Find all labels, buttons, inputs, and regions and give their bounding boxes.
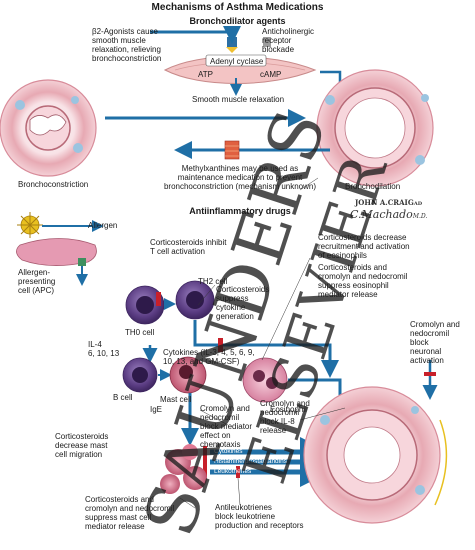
apc-cell: [16, 238, 97, 266]
label-bronchoconstriction: Bronchoconstriction: [18, 180, 89, 189]
mast-cell: [169, 356, 207, 394]
label-th2-cell: TH2 cell: [198, 277, 228, 286]
antileukotriene-block: [236, 466, 240, 478]
section-bronchodilator: Bronchodilator agents: [189, 16, 286, 26]
label-cs-cromolyn-eosinophil: Corticosteroids and cromolyn and nedocro…: [318, 263, 408, 299]
label-t-cell-inhibit: Corticosteroids inhibit T cell activatio…: [150, 238, 227, 256]
th2-cell: [175, 280, 215, 320]
b-cell: [122, 357, 158, 393]
label-apc: Allergen- presenting cell (APC): [18, 268, 56, 295]
label-cs-mast-migration: Corticosteroids decrease mast cell migra…: [55, 432, 109, 459]
cytokine-pathway: [193, 320, 339, 378]
label-mast-cell: Mast cell: [160, 395, 192, 404]
label-antileukotrienes: Antileukotrienes block leukotriene produ…: [215, 503, 304, 530]
mast-cell-cluster: [160, 444, 207, 494]
neuronal-block: [424, 372, 436, 376]
th0-cell: [125, 285, 165, 325]
label-suppress-cytokine: Corticosteroids suppress cytokine genera…: [216, 285, 270, 321]
airway-inflamed: [303, 386, 448, 524]
label-cromolyn-neuronal: Cromolyn and nedocromil block neuronal a…: [410, 320, 460, 365]
label-camp: cAMP: [260, 70, 282, 79]
bar-label-cytokines: Cytokines: [214, 448, 243, 455]
beta2-agonist-arrow: [150, 26, 241, 44]
label-atp: ATP: [198, 70, 213, 79]
t-cell-block: [156, 292, 161, 306]
section-antiinflammatory: Antiinflammatory drugs: [189, 206, 291, 216]
label-cs-recruitment: Corticosteroids decrease recruitment and…: [318, 233, 410, 260]
label-bronchodilation: Bronchodilation: [345, 182, 401, 191]
adenyl-cyclase-box: [205, 54, 267, 67]
label-allergen: Allergen: [88, 221, 118, 230]
airway-dilated: [316, 69, 434, 187]
page-title: Mechanisms of Asthma Medications: [151, 2, 324, 13]
signature-craig: JOHN A.CRAIGAD: [355, 198, 423, 207]
label-anticholinergic: Anticholinergic receptor blockade: [262, 27, 315, 54]
label-il: IL-4 6, 10, 13: [88, 340, 120, 358]
methylxanthine-block: [224, 140, 240, 160]
mast-mediator-block: [203, 446, 207, 478]
label-b2-agonists: β2-Agonists cause smooth muscle relaxati…: [92, 27, 162, 63]
leader-lines: [179, 177, 346, 509]
label-cromolyn-chemotaxis: Cromolyn and nedocromil block mediator e…: [200, 404, 253, 449]
label-cytokines-list: Cytokines (IL-3, 4, 5, 6, 9, 10, 13, and…: [163, 348, 255, 366]
allergen-particle: [17, 212, 43, 238]
label-eosinophil: Eosinophil: [270, 405, 307, 414]
bar-label-histamine: Histamine/prostaglandins: [214, 458, 287, 465]
eosinophil-cell: [242, 357, 288, 403]
label-adenyl-cyclase: Adenyl cyclase: [210, 57, 264, 66]
label-cromolyn-il8: Cromolyn and nedocromil block IL-8 relea…: [260, 399, 310, 435]
airway-constricted: [0, 79, 97, 177]
cytokine-block: [218, 338, 223, 352]
label-smooth-muscle-relaxation: Smooth muscle relaxation: [192, 95, 285, 104]
label-methylxanthines: Methylxanthines may be used as maintenan…: [163, 164, 317, 191]
label-ige: IgE: [150, 405, 163, 414]
bar-label-leukotrienes: Leukotrienes: [214, 468, 252, 475]
label-th0-cell: TH0 cell: [125, 328, 155, 337]
label-b-cell: B cell: [113, 393, 133, 402]
signature-machado: C.MachadoM.D.: [350, 208, 428, 221]
label-cs-cromolyn-mast: Corticosteroids and cromolyn and nedocro…: [85, 495, 175, 531]
anticholinergic-receptor: [263, 37, 271, 47]
beta2-receptor: [226, 37, 238, 53]
